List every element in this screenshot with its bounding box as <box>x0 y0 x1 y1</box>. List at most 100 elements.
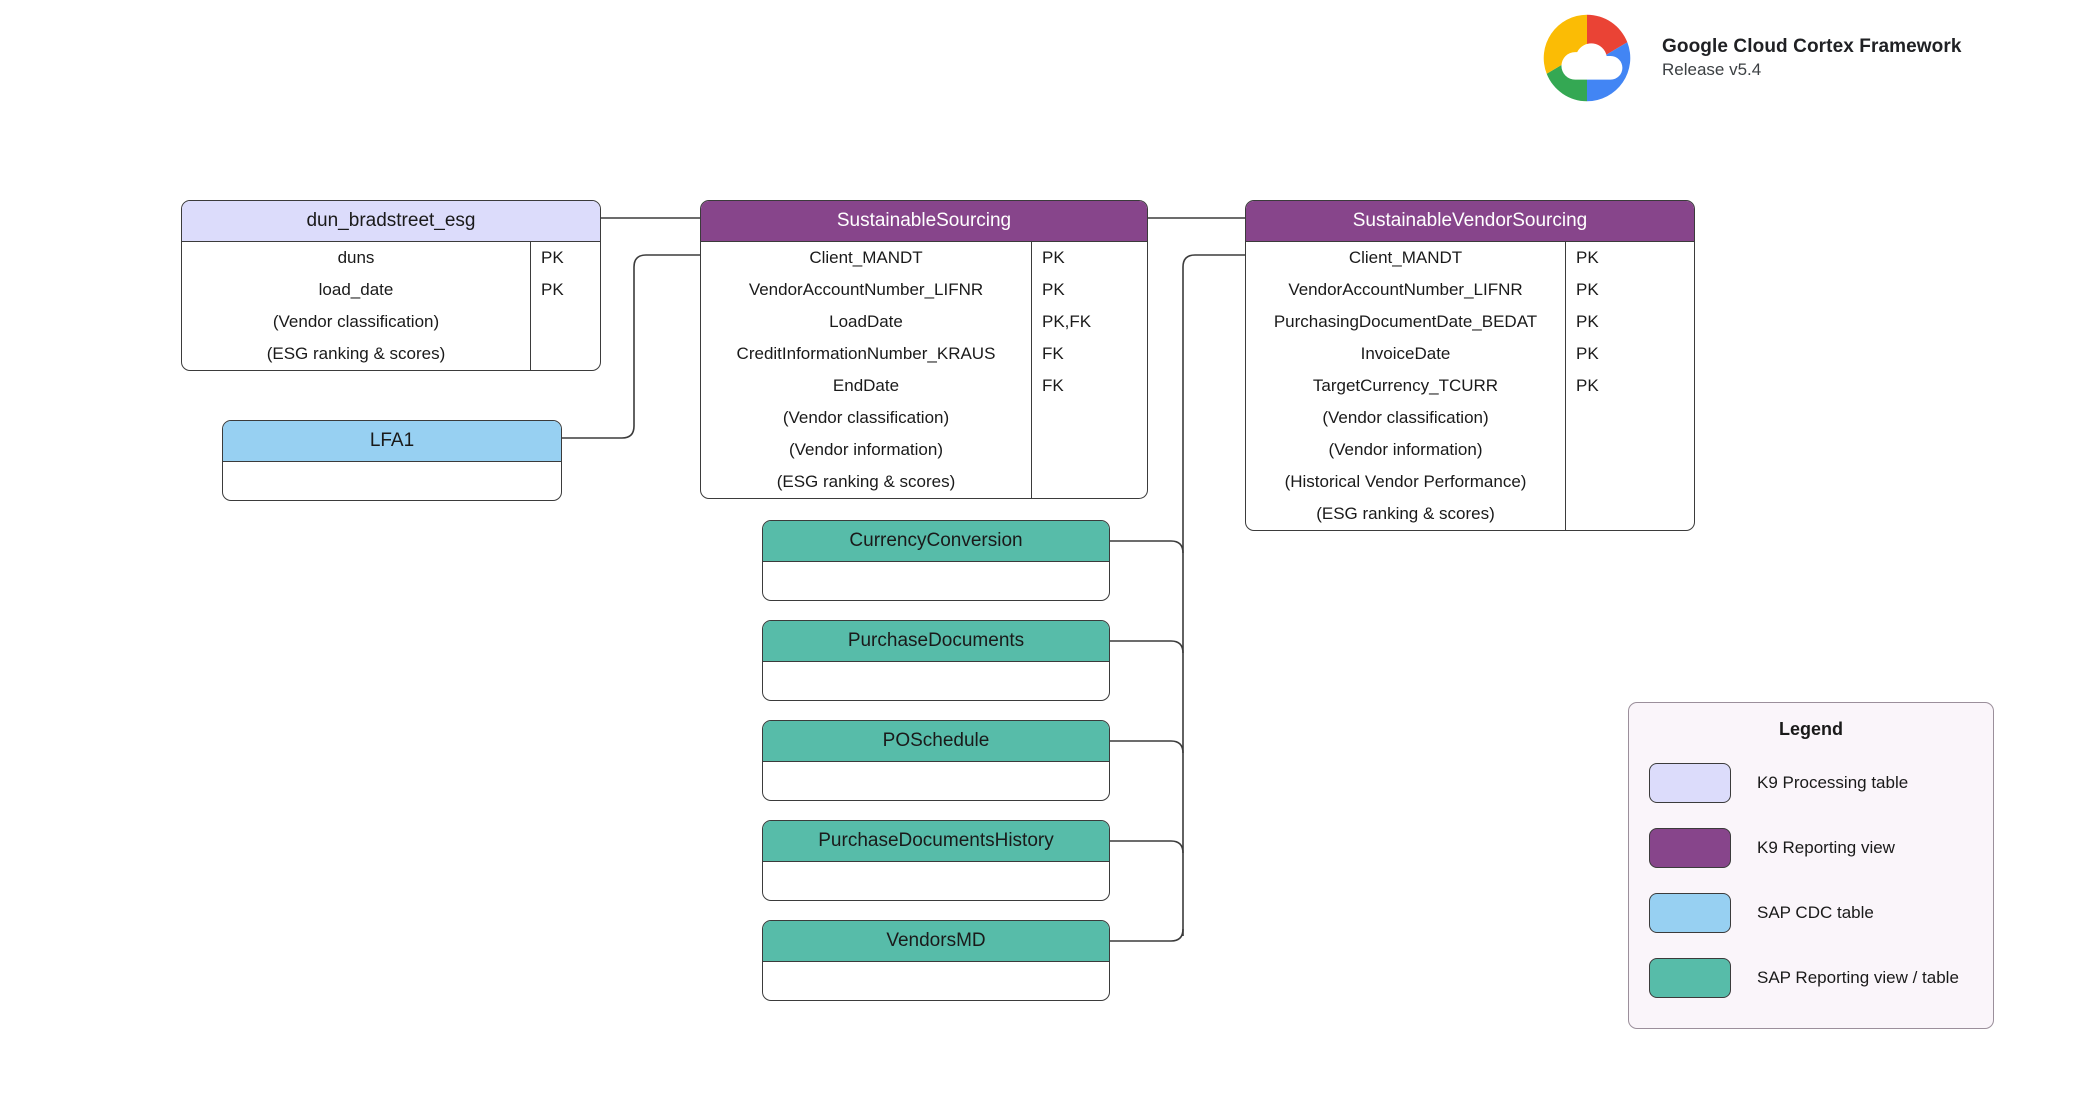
table-row: TargetCurrency_TCURR PK <box>1246 370 1694 402</box>
table-row: PurchasingDocumentDate_BEDAT PK <box>1246 306 1694 338</box>
entity-fields <box>763 662 1109 700</box>
field-key: PK <box>541 248 564 267</box>
entity-fields: Client_MANDT PK VendorAccountNumber_LIFN… <box>1246 242 1694 530</box>
entity-title: LFA1 <box>223 421 561 462</box>
entity-fields: Client_MANDT PK VendorAccountNumber_LIFN… <box>701 242 1147 498</box>
field-name: VendorAccountNumber_LIFNR <box>748 280 984 299</box>
link-vendorsmd-trunk <box>1110 928 1184 942</box>
entity-title: dun_bradstreet_esg <box>182 201 600 242</box>
entity-title: PurchaseDocumentsHistory <box>763 821 1109 862</box>
table-row: (Vendor classification) <box>1246 402 1694 434</box>
entity-dun-bradstreet-esg[interactable]: dun_bradstreet_esg duns PK load_date PK … <box>181 200 601 371</box>
brand-header: Google Cloud Cortex Framework Release v5… <box>1528 8 1962 108</box>
field-name: InvoiceDate <box>1360 344 1451 363</box>
table-row: (Historical Vendor Performance) <box>1246 466 1694 498</box>
table-row: InvoiceDate PK <box>1246 338 1694 370</box>
legend-label: K9 Processing table <box>1757 772 1909 792</box>
entity-purchase-documents[interactable]: PurchaseDocuments <box>762 620 1110 701</box>
table-row: EndDate FK <box>701 370 1147 402</box>
table-row: (Vendor classification) <box>701 402 1147 434</box>
entity-purchase-documents-history[interactable]: PurchaseDocumentsHistory <box>762 820 1110 901</box>
legend-label: SAP CDC table <box>1757 902 1874 922</box>
field-key <box>1565 466 1694 498</box>
brand-release: Release v5.4 <box>1662 60 1762 80</box>
table-row: VendorAccountNumber_LIFNR PK <box>701 274 1147 306</box>
link-teal-trunk <box>1182 254 1245 936</box>
legend-title: Legend <box>1778 719 1843 739</box>
field-key: PK <box>1042 248 1065 267</box>
entity-sustainable-vendor-sourcing[interactable]: SustainableVendorSourcing Client_MANDT P… <box>1245 200 1695 531</box>
field-name: LoadDate <box>829 312 903 331</box>
legend-item-k9-reporting-view: K9 Reporting view <box>1629 815 1993 880</box>
legend-item-k9-processing-table: K9 Processing table <box>1629 750 1993 815</box>
table-row: (Vendor information) <box>701 434 1147 466</box>
entity-title: SustainableSourcing <box>701 201 1147 242</box>
field-key: PK <box>1576 280 1599 299</box>
field-key: PK <box>1576 312 1599 331</box>
field-name: (ESG ranking & scores) <box>1316 504 1495 523</box>
field-name: (Vendor classification) <box>272 312 440 331</box>
field-name: CreditInformationNumber_KRAUS <box>736 344 996 363</box>
link-poschedule-trunk <box>1110 740 1184 754</box>
table-row: VendorAccountNumber_LIFNR PK <box>1246 274 1694 306</box>
legend-item-sap-cdc-table: SAP CDC table <box>1629 880 1993 945</box>
field-name: load_date <box>318 280 394 299</box>
field-name: (Vendor information) <box>1328 440 1483 459</box>
entity-fields: duns PK load_date PK (Vendor classificat… <box>182 242 600 370</box>
field-name: PurchasingDocumentDate_BEDAT <box>1273 312 1538 331</box>
field-key <box>1565 434 1694 466</box>
legend-swatch <box>1649 762 1731 803</box>
field-name: (Vendor classification) <box>1322 408 1489 427</box>
legend-label: K9 Reporting view <box>1757 837 1895 857</box>
field-name: Client_MANDT <box>809 248 923 267</box>
entity-po-schedule[interactable]: POSchedule <box>762 720 1110 801</box>
entity-title: VendorsMD <box>763 921 1109 962</box>
link-purchasedocumentshistory-trunk <box>1110 840 1184 854</box>
field-key: PK,FK <box>1042 312 1092 331</box>
field-key <box>530 338 600 370</box>
field-name: VendorAccountNumber_LIFNR <box>1288 280 1523 299</box>
field-name: TargetCurrency_TCURR <box>1312 376 1499 395</box>
entity-fields <box>763 762 1109 800</box>
field-key <box>1031 434 1147 466</box>
entity-title: PurchaseDocuments <box>763 621 1109 662</box>
field-key <box>1031 402 1147 434</box>
brand-title: Google Cloud Cortex Framework <box>1662 35 1962 57</box>
table-row: LoadDate PK,FK <box>701 306 1147 338</box>
link-purchasedocuments-trunk <box>1110 640 1184 654</box>
legend-swatch <box>1649 827 1731 868</box>
entity-lfa1[interactable]: LFA1 <box>222 420 562 501</box>
legend-panel: Legend K9 Processing table K9 Reporting … <box>1628 702 1994 1029</box>
legend-swatch <box>1649 892 1731 933</box>
entity-currency-conversion[interactable]: CurrencyConversion <box>762 520 1110 601</box>
field-key <box>1565 402 1694 434</box>
link-currencyconversion-trunk <box>1110 540 1184 554</box>
field-key <box>1565 498 1694 530</box>
field-key: FK <box>1042 344 1064 363</box>
table-row: (ESG ranking & scores) <box>182 338 600 370</box>
legend-label: SAP Reporting view / table <box>1757 967 1959 987</box>
google-cloud-logo-icon <box>1543 14 1631 102</box>
field-key <box>1031 466 1147 498</box>
table-row: (Vendor information) <box>1246 434 1694 466</box>
table-row: duns PK <box>182 242 600 274</box>
table-row: (ESG ranking & scores) <box>1246 498 1694 530</box>
entity-sustainable-sourcing[interactable]: SustainableSourcing Client_MANDT PK Vend… <box>700 200 1148 499</box>
table-row: Client_MANDT PK <box>701 242 1147 274</box>
entity-fields <box>763 962 1109 1000</box>
entity-fields <box>763 862 1109 900</box>
field-name: EndDate <box>832 376 900 395</box>
field-key: PK <box>1576 344 1599 363</box>
legend-item-sap-reporting-view: SAP Reporting view / table <box>1629 945 1993 1010</box>
table-row: (Vendor classification) <box>182 306 600 338</box>
field-name: (ESG ranking & scores) <box>776 472 956 491</box>
table-row: Client_MANDT PK <box>1246 242 1694 274</box>
legend-swatch <box>1649 957 1731 998</box>
entity-vendors-md[interactable]: VendorsMD <box>762 920 1110 1001</box>
field-name: (Vendor classification) <box>782 408 950 427</box>
entity-fields <box>223 462 561 500</box>
field-key: PK <box>541 280 564 299</box>
field-name: (Historical Vendor Performance) <box>1284 472 1527 491</box>
key-column-separator <box>1031 242 1032 498</box>
